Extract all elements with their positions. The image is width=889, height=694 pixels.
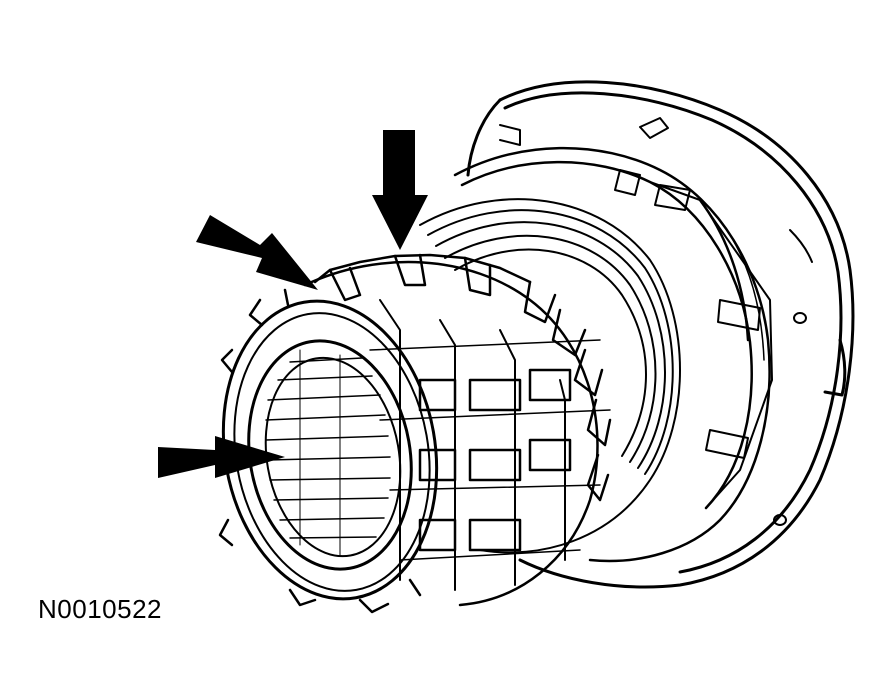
arrow-icon	[196, 215, 318, 290]
splined-hub	[303, 253, 612, 607]
rear-flange	[466, 80, 855, 589]
clutch-drum	[453, 146, 773, 563]
clutch-plates	[419, 198, 681, 554]
inner-spline-bore	[247, 339, 413, 571]
figure-code: N0010522	[38, 594, 162, 624]
arrow-icon	[372, 130, 428, 250]
arrow-icon	[158, 436, 285, 478]
